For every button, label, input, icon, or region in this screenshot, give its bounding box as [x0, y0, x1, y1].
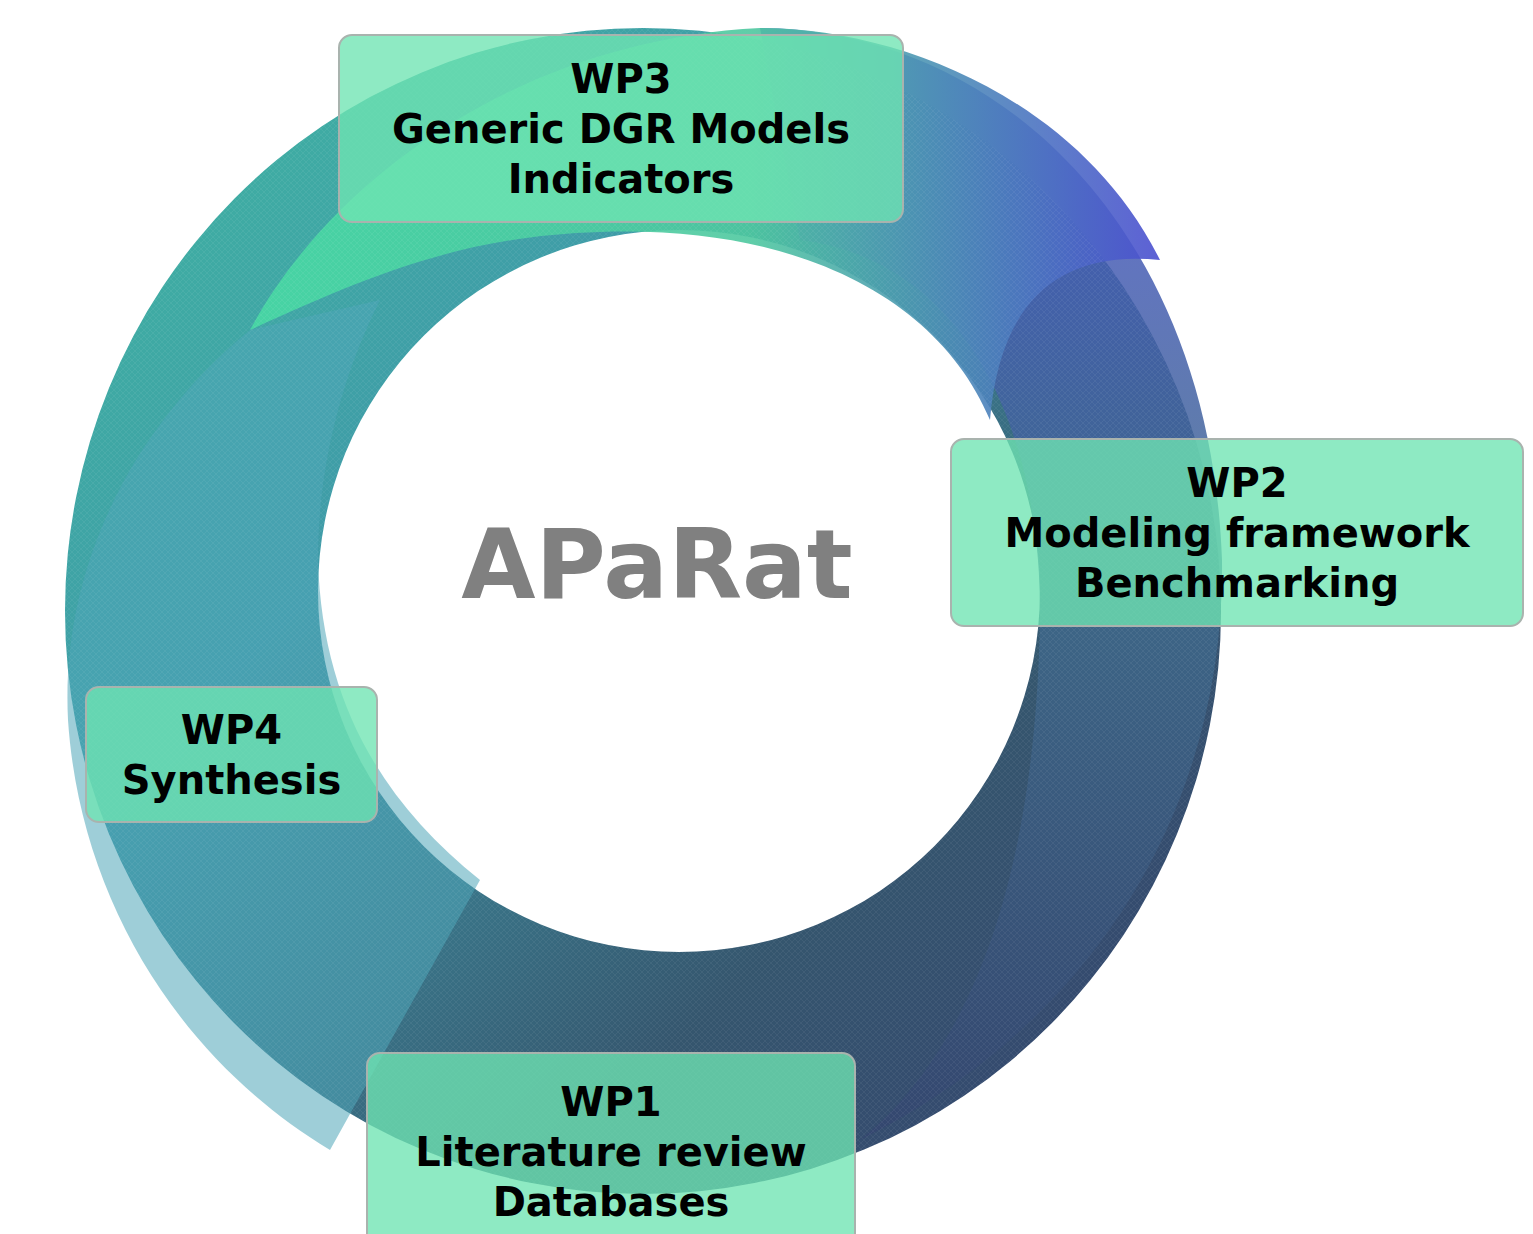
package-number: WP2	[1186, 458, 1287, 508]
work-package-box: WP2Modeling frameworkBenchmarking	[950, 438, 1524, 627]
package-topic: Literature review	[415, 1127, 806, 1177]
package-topic: Benchmarking	[1075, 558, 1399, 608]
package-topic: Modeling framework	[1004, 508, 1469, 558]
package-topic: Databases	[493, 1177, 730, 1227]
work-package-box: WP1Literature reviewDatabases	[366, 1052, 856, 1234]
project-name: APaRat	[461, 509, 852, 621]
package-number: WP4	[181, 705, 282, 755]
work-package-box: WP4Synthesis	[85, 686, 378, 823]
package-number: WP1	[560, 1077, 661, 1127]
package-topic: Synthesis	[122, 755, 341, 805]
package-number: WP3	[570, 54, 671, 104]
work-package-box: WP3Generic DGR ModelsIndicators	[338, 34, 904, 223]
package-topic: Indicators	[508, 154, 735, 204]
package-topic: Generic DGR Models	[392, 104, 850, 154]
